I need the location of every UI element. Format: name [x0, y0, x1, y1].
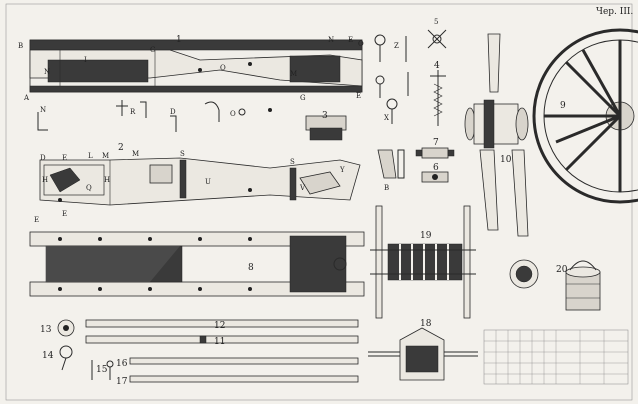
- figure-20-bucket: [509, 259, 601, 311]
- label-o-topright: O: [358, 40, 364, 48]
- label-fig-11: 11: [214, 337, 225, 347]
- figure-13-washer: [57, 319, 75, 337]
- label-fig-14: 14: [42, 351, 54, 361]
- label-fig-17: 17: [116, 377, 128, 387]
- scale-grid: [483, 329, 629, 385]
- label-fig-8: 8: [248, 263, 254, 273]
- figure-1-carriage-top: [29, 39, 363, 93]
- figure-9-wheel: [532, 28, 638, 204]
- label-fig-10: 10: [500, 155, 512, 165]
- figure-7-fitting: [415, 147, 455, 159]
- label-fig-12: 12: [214, 321, 225, 331]
- figure-15-pin: [91, 360, 114, 380]
- label-y-side: Y: [339, 166, 345, 174]
- label-fig-4: 4: [434, 61, 440, 71]
- label-d-side: D: [40, 154, 46, 162]
- label-fig-13: 13: [40, 325, 52, 335]
- label-x: X: [384, 114, 389, 122]
- label-fig-7: 7: [433, 138, 439, 148]
- figure-19-limber: [370, 205, 476, 319]
- label-fig-2: 2: [118, 143, 124, 153]
- label-n-topright: N: [328, 36, 334, 44]
- label-h2-side: H: [104, 176, 110, 184]
- plate-title: Чер. III.: [596, 7, 633, 17]
- figure-4-screw: [430, 70, 446, 126]
- figure-2-carriage-side: [39, 157, 361, 206]
- label-fig-9: 9: [560, 101, 566, 111]
- label-m-side: M: [102, 152, 109, 160]
- label-fig-19: 19: [420, 231, 432, 241]
- label-fig-15: 15: [96, 365, 108, 375]
- label-b-top: B: [18, 42, 23, 50]
- ironwork-small-parts: [37, 100, 272, 132]
- label-e-side: E: [62, 154, 67, 162]
- label-s-side: S: [180, 150, 185, 158]
- label-r-small: R: [130, 108, 136, 116]
- label-fig-20: 20: [556, 265, 568, 275]
- figure-14-hook: [59, 345, 73, 371]
- label-e-top: E: [356, 92, 361, 100]
- label-fig-6: 6: [433, 163, 439, 173]
- label-z: Z: [394, 42, 399, 50]
- wheel-nave: [464, 99, 529, 149]
- figure-6-fitting: [421, 171, 449, 183]
- label-e-below: E: [62, 210, 67, 218]
- label-d-small: D: [170, 108, 176, 116]
- label-c-top: C: [150, 46, 155, 54]
- label-a-top: A: [23, 94, 30, 102]
- label-fig-18: 18: [420, 319, 432, 329]
- label-s2-side: S: [290, 158, 295, 166]
- label-m-top: M: [290, 70, 297, 78]
- figure-5-cross-fitting: [427, 29, 447, 49]
- label-fig-1: 1: [176, 35, 182, 45]
- label-e-topright: E: [348, 36, 353, 44]
- label-o-small: O: [230, 110, 236, 118]
- label-m2-side: M: [132, 150, 139, 158]
- label-l-side: L: [88, 152, 93, 160]
- label-i-top: I: [84, 56, 87, 64]
- label-n-top: N: [44, 68, 50, 76]
- figure-11-rod: [85, 335, 359, 344]
- label-fig-16: 16: [116, 359, 128, 369]
- figure-10-spokes: [479, 33, 529, 237]
- label-u-side: U: [205, 178, 211, 186]
- figure-3-hardware: [305, 115, 347, 141]
- label-b-lever: B: [384, 184, 389, 192]
- figure-8-carriage-plan: [29, 231, 365, 297]
- figure-17-rod: [129, 375, 359, 383]
- figure-12-rod: [85, 319, 359, 328]
- label-h-side: H: [42, 176, 48, 184]
- label-q-side: Q: [86, 184, 92, 192]
- label-fig-5: 5: [434, 18, 438, 26]
- label-n-small: N: [40, 106, 46, 114]
- label-fig-3: 3: [322, 111, 328, 121]
- figure-18-section: [368, 327, 478, 381]
- ringbolts-and-keys: [374, 34, 409, 124]
- label-v-side: V: [299, 184, 306, 192]
- lever-part: [377, 149, 405, 179]
- figure-16-rod: [129, 357, 359, 365]
- label-g-top: G: [300, 94, 306, 102]
- label-e-plan: E: [34, 216, 39, 224]
- label-o-top: O: [220, 64, 226, 72]
